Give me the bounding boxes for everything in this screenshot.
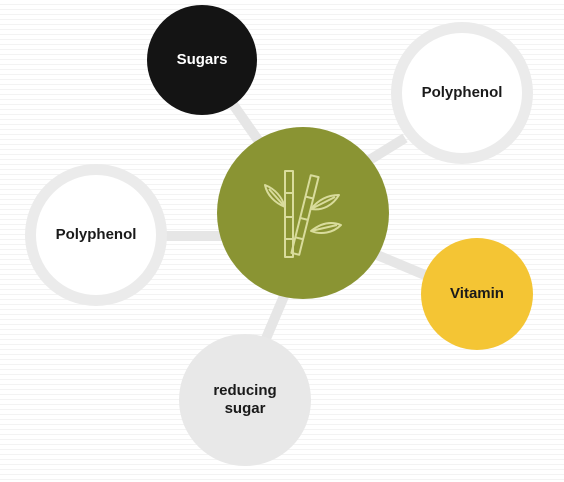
- node-polyphenol-left: Polyphenol: [25, 164, 167, 306]
- connector-vitamin: [368, 247, 434, 283]
- node-polyphenol-right-label: Polyphenol: [421, 84, 503, 101]
- node-reducing-sugar: reducing sugar: [179, 334, 311, 466]
- node-polyphenol-right: Polyphenol: [391, 22, 533, 164]
- node-reducing-sugar-label: reducing sugar: [213, 382, 277, 417]
- center-node: [217, 127, 389, 299]
- bamboo-sugarcane-icon: [264, 170, 342, 258]
- node-polyphenol-left-label: Polyphenol: [55, 226, 137, 243]
- node-vitamin: Vitamin: [421, 238, 533, 350]
- node-vitamin-label: Vitamin: [450, 285, 504, 302]
- node-sugars: Sugars: [147, 5, 257, 115]
- node-sugars-label: Sugars: [176, 51, 228, 68]
